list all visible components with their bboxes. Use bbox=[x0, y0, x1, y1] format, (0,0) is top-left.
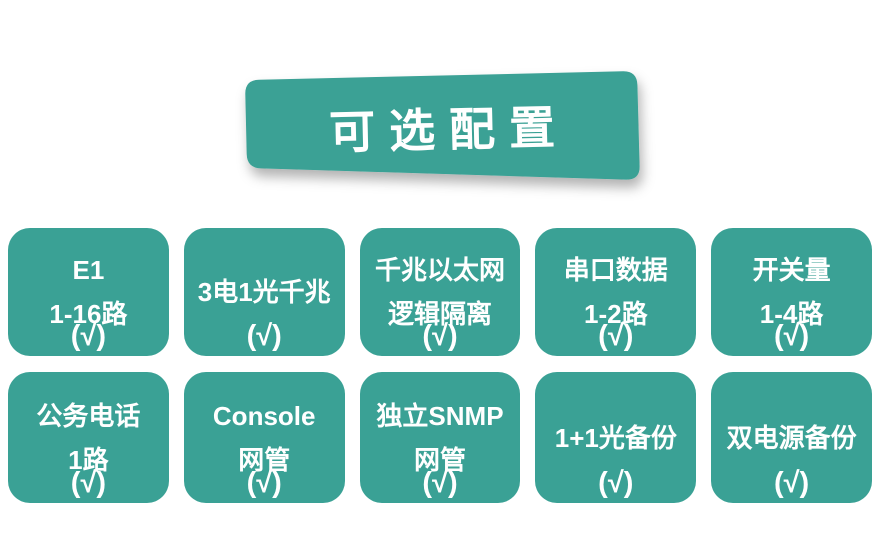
card-line: 3电1光千兆 bbox=[197, 277, 331, 307]
banner-ribbon-shape bbox=[245, 71, 640, 180]
card-body: 独立SNMP 网管 bbox=[360, 372, 521, 503]
card-body: 3电1光千兆 bbox=[184, 228, 345, 356]
card-body: 千兆以太网逻辑隔离 bbox=[360, 228, 521, 356]
card-check-mark: (√) bbox=[598, 320, 634, 352]
card-check-mark: (√) bbox=[773, 467, 810, 499]
card-line: 公务电话 bbox=[36, 400, 141, 431]
card-check-mark: (√) bbox=[246, 467, 282, 499]
card-body: Console 网管 bbox=[184, 372, 345, 503]
card-line: 1+1光备份 bbox=[554, 422, 677, 453]
card-body: 双电源备份 bbox=[711, 372, 872, 503]
card: 1+1光备份 (√) bbox=[535, 372, 697, 503]
card-line: 网管 bbox=[413, 444, 466, 475]
card-body: 1+1光备份 bbox=[535, 372, 696, 503]
card: 3电1光千兆 (√) bbox=[183, 228, 345, 356]
card-line: 开关量 bbox=[752, 255, 831, 285]
card-check-mark: (√) bbox=[598, 467, 634, 499]
card-line: 1路 bbox=[68, 444, 109, 475]
card-body: 串口数据 1-2路 bbox=[535, 228, 696, 356]
card-line: 千兆以太网 bbox=[374, 255, 505, 285]
card-body: 公务电话 1路 bbox=[8, 372, 169, 503]
card-check-mark: (√) bbox=[422, 320, 458, 352]
card-line: 串口数据 bbox=[563, 255, 668, 285]
card-line: 1-2路 bbox=[583, 299, 648, 329]
card-line: E1 bbox=[72, 255, 105, 285]
card: 千兆以太网逻辑隔离(√) bbox=[359, 228, 521, 356]
card-line: 1-4路 bbox=[759, 299, 824, 329]
card-line: 网管 bbox=[238, 444, 291, 475]
card: E1 1-16路(√) bbox=[8, 228, 169, 356]
card-check-mark: (√) bbox=[773, 320, 810, 352]
card: 独立SNMP 网管(√) bbox=[359, 372, 521, 503]
card: 双电源备份 (√) bbox=[711, 372, 872, 503]
card-line: 逻辑隔离 bbox=[387, 299, 492, 329]
card-body: 开关量 1-4路 bbox=[711, 228, 872, 356]
card-body: E1 1-16路 bbox=[8, 228, 169, 356]
card-line: Console bbox=[212, 400, 316, 431]
card-check-mark: (√) bbox=[246, 320, 282, 352]
banner-title: 可选配置 bbox=[328, 101, 570, 159]
card: 开关量 1-4路(√) bbox=[711, 228, 872, 356]
card-line: 双电源备份 bbox=[726, 422, 857, 453]
card-check-mark: (√) bbox=[70, 320, 107, 352]
card-check-mark: (√) bbox=[70, 467, 107, 499]
card-check-mark: (√) bbox=[422, 467, 458, 499]
card: Console 网管(√) bbox=[183, 372, 345, 503]
card: 串口数据 1-2路(√) bbox=[535, 228, 697, 356]
card-line: 独立SNMP bbox=[376, 400, 504, 431]
card-line: 1-16路 bbox=[49, 299, 128, 329]
card: 公务电话 1路(√) bbox=[8, 372, 169, 503]
banner-ribbon bbox=[245, 71, 640, 180]
